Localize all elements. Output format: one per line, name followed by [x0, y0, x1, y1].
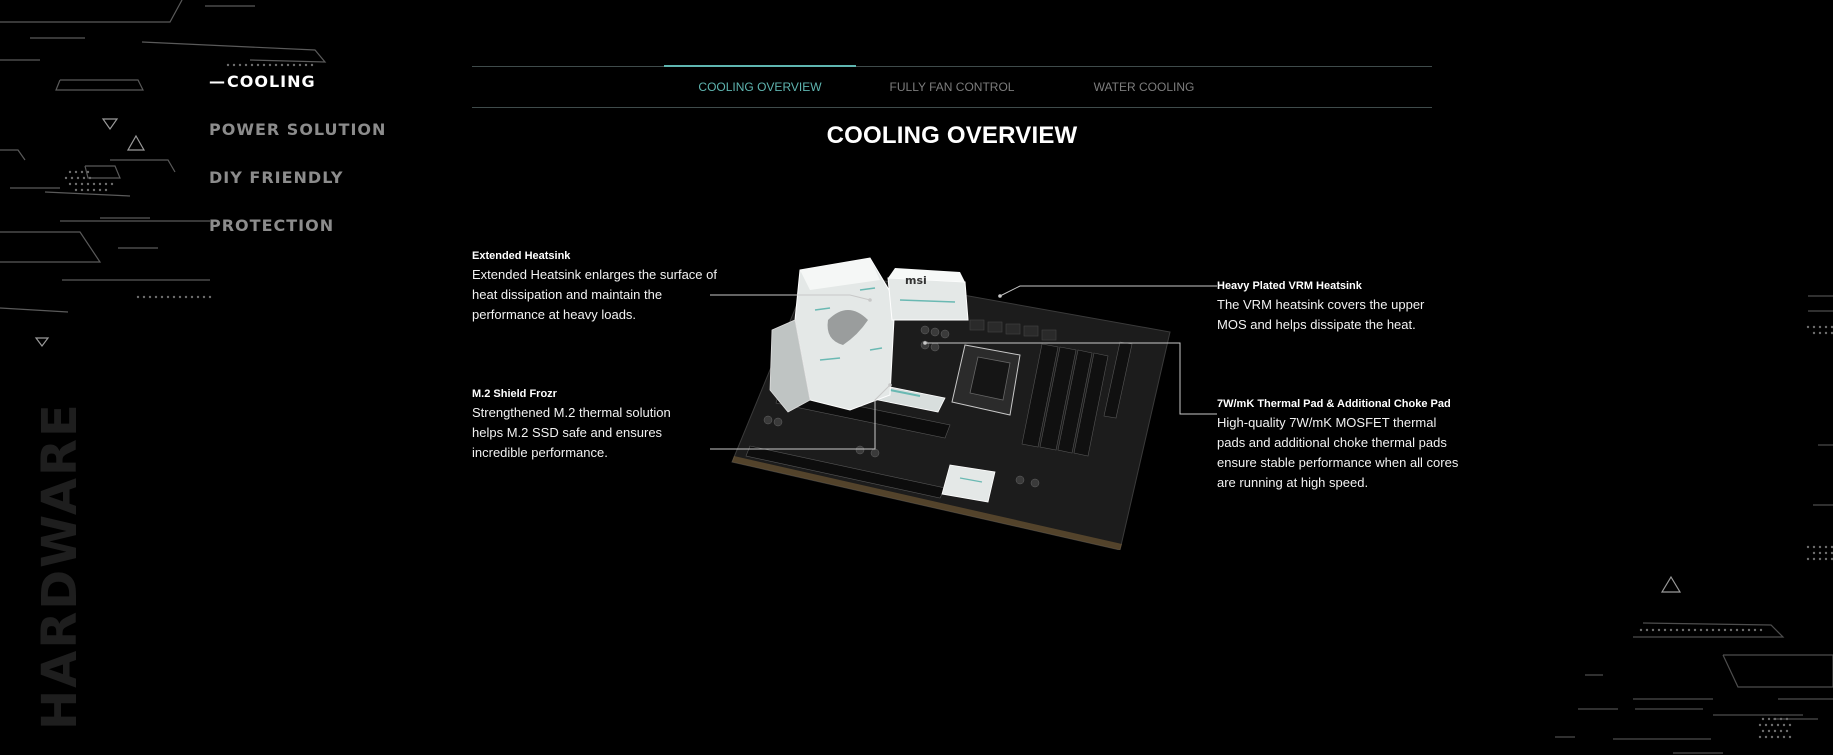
side-nav-item-diy-friendly[interactable]: DIY FRIENDLY: [209, 166, 386, 214]
side-nav-item-cooling[interactable]: —COOLING: [209, 70, 386, 118]
feature-description: Extended Heatsink enlarges the surface o…: [472, 267, 717, 322]
board-logo: msi: [905, 274, 927, 287]
feature-title: M.2 Shield Frozr: [472, 388, 557, 400]
side-nav-label: DIY FRIENDLY: [209, 168, 344, 187]
side-nav-label: POWER SOLUTION: [209, 120, 387, 139]
side-nav-item-protection[interactable]: PROTECTION: [209, 214, 386, 262]
feature-description: The VRM heatsink covers the upper MOS an…: [1217, 297, 1425, 332]
tab-water-cooling[interactable]: WATER COOLING: [1093, 80, 1195, 94]
extended-heatsink: [769, 257, 896, 413]
vrm-heatsink: msi: [887, 268, 969, 321]
side-nav-label: PROTECTION: [209, 216, 335, 235]
section-title: COOLING OVERVIEW: [826, 122, 1078, 149]
feature-extended-heatsink: Extended Heatsink Extended Heatsink enla…: [472, 250, 717, 325]
feature-title: 7W/mK Thermal Pad & Additional Choke Pad: [1217, 398, 1451, 410]
section-side-nav: —COOLING POWER SOLUTION DIY FRIENDLY PRO…: [209, 70, 386, 262]
chipset-heatsink: [941, 464, 996, 503]
tab-cooling-overview[interactable]: COOLING OVERVIEW: [698, 80, 822, 94]
cooling-tabs: COOLING OVERVIEW FULLY FAN CONTROL WATER…: [472, 65, 1432, 108]
tab-fully-fan-control[interactable]: FULLY FAN CONTROL: [889, 80, 1015, 94]
feature-heavy-plated-vrm-heatsink: Heavy Plated VRM Heatsink The VRM heatsi…: [1217, 280, 1447, 335]
feature-m2-shield-frozr: M.2 Shield Frozr Strengthened M.2 therma…: [472, 388, 702, 463]
feature-title: Heavy Plated VRM Heatsink: [1217, 280, 1362, 292]
side-nav-item-power-solution[interactable]: POWER SOLUTION: [209, 118, 386, 166]
feature-thermal-pad-choke-pad: 7W/mK Thermal Pad & Additional Choke Pad…: [1217, 398, 1467, 493]
active-tab-indicator: [664, 65, 856, 67]
feature-description: High-quality 7W/mK MOSFET thermal pads a…: [1217, 415, 1459, 490]
active-marker-dash: —: [209, 72, 226, 91]
side-nav-label: COOLING: [227, 72, 316, 91]
feature-description: Strengthened M.2 thermal solution helps …: [472, 405, 671, 460]
motherboard-image: msi: [731, 257, 1171, 550]
feature-title: Extended Heatsink: [472, 250, 571, 262]
